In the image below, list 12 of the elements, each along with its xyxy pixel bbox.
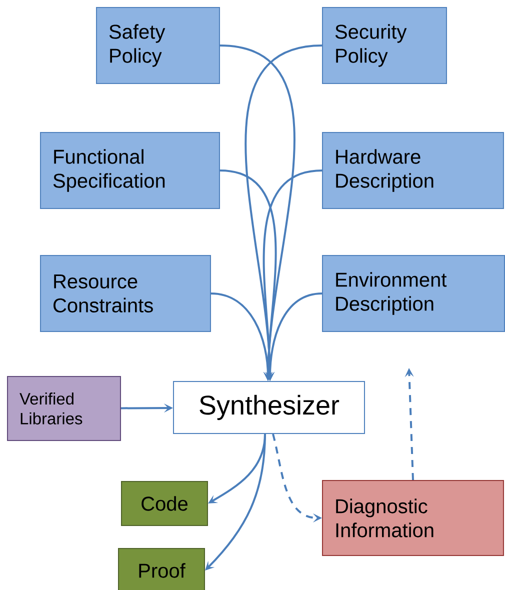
synthesizer-box: Synthesizer (173, 381, 365, 434)
input-box: Security Policy (322, 7, 447, 84)
input-box: Hardware Description (322, 132, 504, 209)
library-box: Verified Libraries (7, 376, 121, 441)
input-box: Safety Policy (96, 7, 220, 84)
input-box: Environment Description (322, 255, 505, 332)
output-box: Proof (118, 548, 205, 590)
arrow (205, 434, 266, 570)
input-box: Resource Constraints (40, 255, 211, 332)
input-box: Functional Specification (40, 132, 220, 209)
diagnostic-box: Diagnostic Information (322, 480, 504, 556)
output-box: Code (121, 481, 208, 526)
